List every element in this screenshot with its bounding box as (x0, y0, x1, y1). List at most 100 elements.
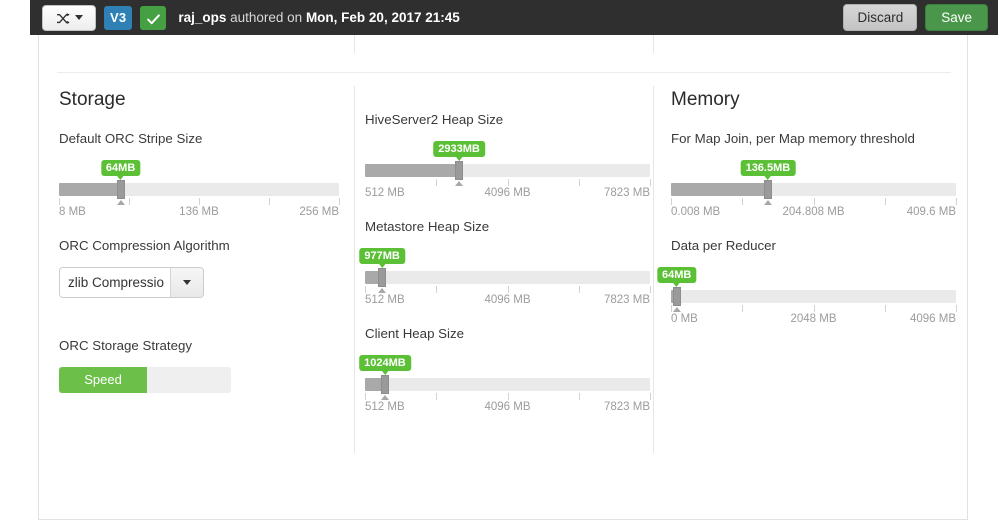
slider-tick (650, 178, 651, 186)
slider[interactable]: 64MB 8 MB 136 MB 256 MB (59, 159, 340, 218)
slider-track[interactable] (365, 377, 650, 391)
field-label: Client Heap Size (365, 325, 465, 341)
slider-thumb[interactable] (380, 374, 389, 400)
column-divider-stub-2 (653, 35, 654, 53)
slider-track-fill (365, 377, 385, 391)
slider-tick (59, 197, 60, 205)
slider-track-fill (365, 270, 383, 284)
shuffle-dropdown-button[interactable] (42, 4, 96, 31)
column-fields: For Map Join, per Map memory threshold 1… (657, 131, 957, 325)
toolbar-left-group: V3 raj_ops authored on Mon, Feb 20, 2017… (42, 4, 843, 31)
slider-scale: 0 MB 2048 MB 4096 MB (671, 313, 956, 327)
config-field: For Map Join, per Map memory threshold 1… (671, 131, 957, 218)
slider-tick (813, 304, 815, 312)
slider-scale: 512 MB 4096 MB 7823 MB (365, 187, 650, 201)
dropdown-toggle[interactable] (170, 267, 203, 297)
slider-thumb[interactable] (763, 179, 772, 205)
field-label: Data per Reducer (671, 237, 776, 253)
slider-thumb[interactable] (116, 179, 125, 205)
config-field: Default ORC Stripe Size 64MB 8 MB 136 MB… (59, 131, 340, 218)
chevron-down-icon (74, 15, 83, 20)
slider[interactable]: 136.5MB 0.008 MB 204.808 MB 409.6 MB (671, 159, 957, 218)
slider-track[interactable] (59, 182, 339, 196)
slider-ticks (671, 197, 957, 205)
field-label: ORC Compression Algorithm (59, 237, 230, 253)
slider-max-label: 409.6 MB (906, 205, 956, 218)
slider-thumb[interactable] (455, 160, 464, 186)
slider-max-label: 7823 MB (603, 400, 650, 413)
slider-tick (813, 197, 815, 205)
slider-mid-label: 2048 MB (790, 312, 837, 325)
config-field: Client Heap Size 1024MB 512 MB 4096 MB 7… (359, 325, 651, 413)
field-label: For Map Join, per Map memory threshold (671, 131, 915, 146)
config-panel: Storage Default ORC Stripe Size 64MB 8 M… (38, 35, 968, 520)
slider-mid-label: 204.808 MB (782, 205, 845, 218)
slider[interactable]: 977MB 512 MB 4096 MB 7823 MB (359, 247, 651, 306)
version-badge[interactable]: V3 (104, 5, 133, 30)
slider-tick (365, 285, 366, 293)
slider[interactable]: 1024MB 512 MB 4096 MB 7823 MB (359, 354, 651, 413)
config-field: ORC Compression Algorithm zlib Compressi… (59, 238, 339, 298)
column-heap: HiveServer2 Heap Size 2933MB 512 MB 4096… (359, 90, 651, 433)
column-fields: Default ORC Stripe Size 64MB 8 MB 136 MB… (59, 131, 340, 393)
slider-track[interactable] (671, 182, 956, 196)
slider-value-tooltip: 64MB (657, 266, 697, 288)
slider[interactable]: 64MB 0 MB 2048 MB 4096 MB (657, 266, 957, 325)
slider-tick (650, 392, 651, 400)
compression-algorithm-dropdown[interactable]: zlib Compressio (59, 266, 204, 298)
field-label: ORC Storage Strategy (59, 337, 193, 353)
discard-button[interactable]: Discard (843, 4, 918, 31)
slider-thumb[interactable] (378, 267, 387, 293)
slider-value-tooltip: 977MB (359, 247, 405, 269)
slider-tick (436, 285, 438, 293)
slider-tick (578, 392, 580, 400)
author-name: raj_ops (178, 9, 227, 25)
current-version-badge (140, 5, 167, 30)
slider-thumb[interactable] (672, 286, 681, 312)
column-memory: Memory For Map Join, per Map memory thre… (657, 89, 957, 345)
authored-info: raj_ops authored on Mon, Feb 20, 2017 21… (178, 11, 459, 25)
dropdown-selected-value: zlib Compressio (60, 267, 170, 297)
slider-scale: 512 MB 4096 MB 7823 MB (365, 294, 650, 308)
slider-min-label: 8 MB (59, 205, 86, 218)
slider-tick (578, 285, 580, 293)
slider-track[interactable] (671, 289, 956, 303)
slider-tick (129, 197, 130, 205)
slider-mid-label: 4096 MB (484, 186, 531, 199)
slider[interactable]: 2933MB 512 MB 4096 MB 7823 MB (365, 140, 651, 199)
slider-tick (507, 178, 509, 186)
config-field: Metastore Heap Size 977MB 512 MB 4096 MB… (359, 219, 651, 306)
slider-track[interactable] (365, 270, 650, 284)
slider-min-label: 512 MB (365, 186, 405, 199)
slider-tick (884, 304, 886, 312)
config-field: HiveServer2 Heap Size 2933MB 512 MB 4096… (365, 112, 651, 199)
slider-track-fill (671, 182, 768, 196)
shuffle-icon (56, 12, 70, 24)
slider-value-tooltip: 136.5MB (740, 159, 796, 181)
slider-ticks (365, 178, 651, 186)
column-title: Storage (59, 89, 126, 110)
slider-mid-label: 4096 MB (484, 293, 531, 306)
slider-track[interactable] (365, 163, 650, 177)
toolbar-right-group: Discard Save (843, 4, 988, 31)
toggle-active-option[interactable]: Speed (59, 366, 147, 393)
slider-min-label: 512 MB (365, 400, 405, 413)
slider-mid-label: 4096 MB (484, 400, 531, 413)
slider-tick (742, 197, 744, 205)
slider-tick (671, 304, 672, 312)
slider-tick (671, 197, 672, 205)
slider-value-tooltip: 2933MB (433, 140, 485, 162)
storage-strategy-toggle[interactable]: Speed (59, 366, 231, 393)
slider-tick (436, 178, 438, 186)
save-button[interactable]: Save (925, 4, 988, 31)
slider-track-fill (365, 163, 460, 177)
slider-max-label: 4096 MB (909, 312, 956, 325)
slider-min-label: 512 MB (365, 293, 405, 306)
field-label: Default ORC Stripe Size (59, 131, 203, 146)
config-field: Data per Reducer 64MB 0 MB 2048 MB 4096 … (657, 237, 957, 325)
slider-min-label: 0.008 MB (671, 205, 721, 218)
column-title: Memory (671, 89, 740, 110)
toggle-inactive-option[interactable] (147, 367, 231, 393)
slider-scale: 8 MB 136 MB 256 MB (59, 206, 339, 220)
slider-tick (507, 392, 509, 400)
